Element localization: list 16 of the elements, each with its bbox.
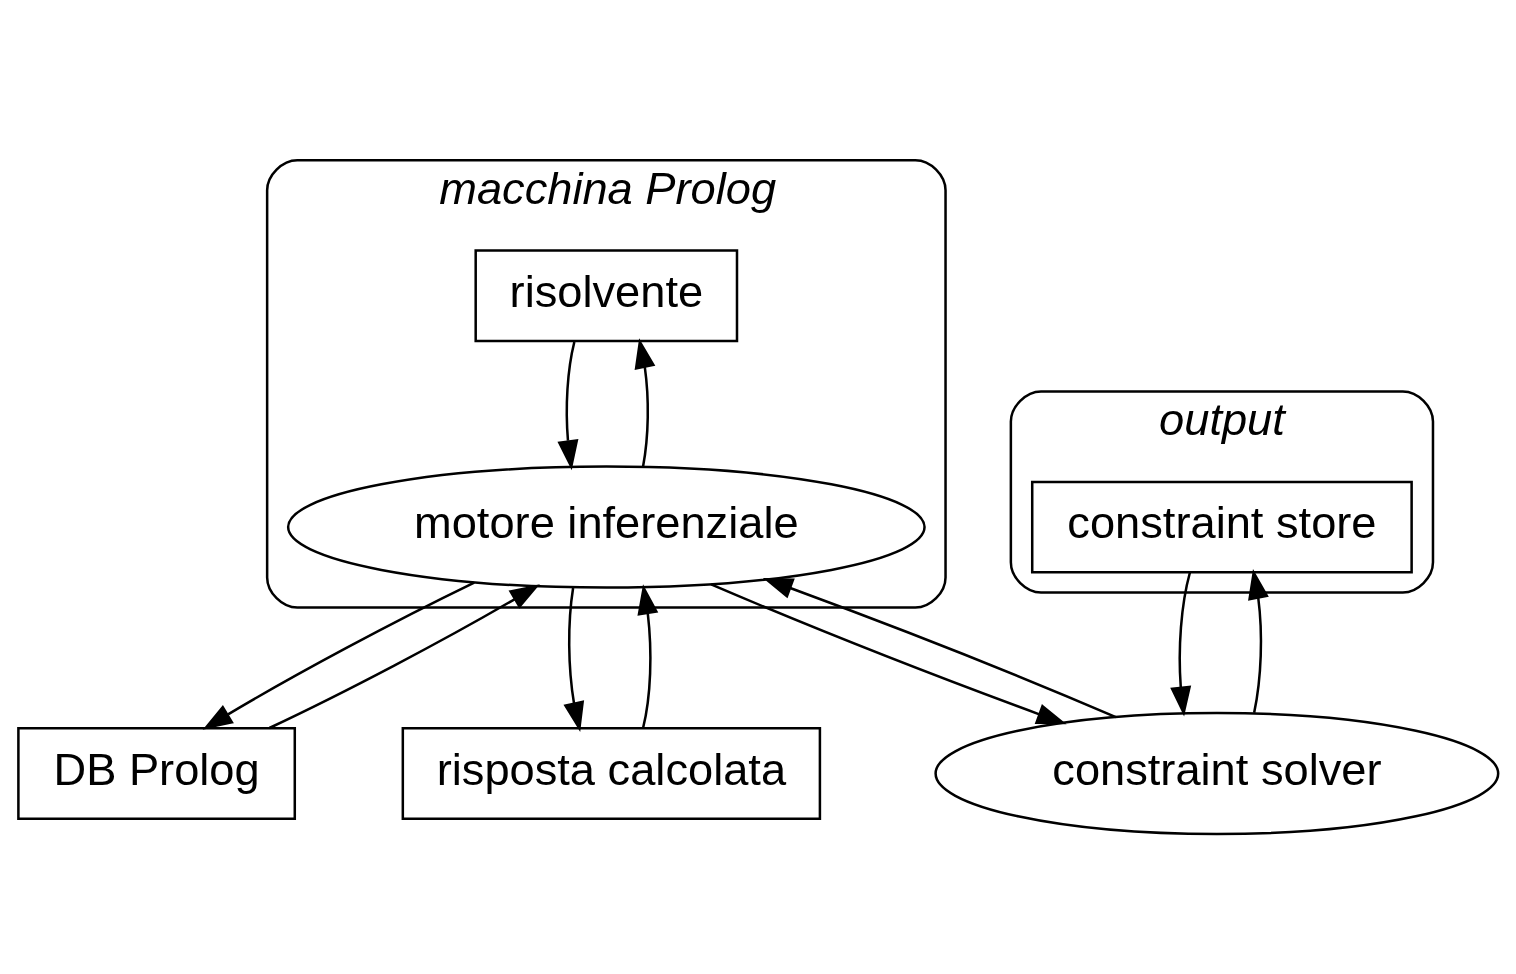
node-box: DB Prolog bbox=[17, 727, 297, 821]
arrow bbox=[710, 583, 1067, 725]
arrow bbox=[563, 587, 585, 732]
arrow bbox=[268, 584, 540, 730]
arrow bbox=[1248, 569, 1269, 714]
arrow bbox=[557, 341, 579, 471]
node-box: risolvente bbox=[474, 249, 739, 343]
node-ellipse: motore inferenziale bbox=[286, 465, 926, 589]
arrow bbox=[634, 338, 656, 467]
arrow bbox=[1170, 572, 1192, 717]
node-ellipse: constraint solver bbox=[934, 711, 1500, 836]
node-box: risposta calcolata bbox=[401, 727, 822, 821]
node-box: constraint store bbox=[1030, 480, 1413, 574]
arrow bbox=[762, 578, 1117, 719]
arrow bbox=[202, 581, 475, 730]
arrow bbox=[637, 584, 659, 729]
